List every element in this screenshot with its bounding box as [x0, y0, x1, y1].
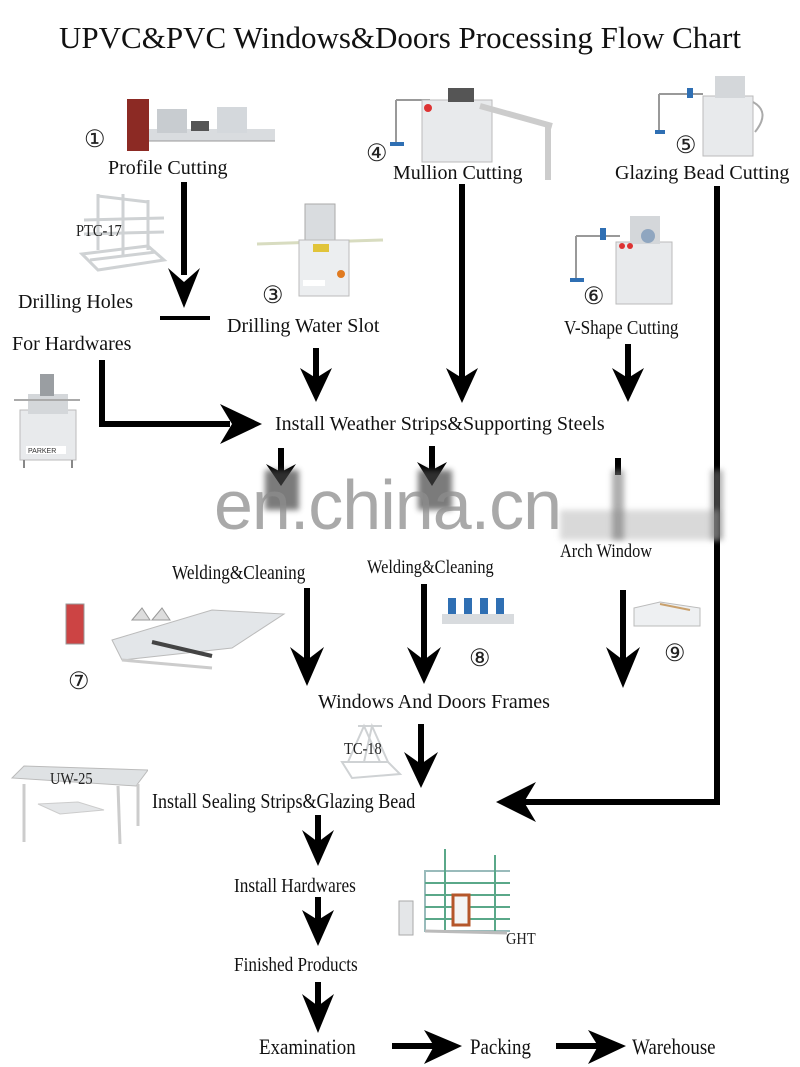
step-label-install-weather-strips: Install Weather Strips&Supporting Steels: [275, 413, 605, 435]
step-label-drilling-holes-line2: For Hardwares: [12, 333, 132, 355]
step-label-frames: Windows And Doors Frames: [318, 691, 550, 713]
ptc-rack-image: [78, 194, 168, 272]
arrowhead-water-slot: [300, 368, 332, 402]
step-label-profile-cutting: Profile Cutting: [108, 157, 228, 179]
arrowhead-finished: [302, 994, 334, 1033]
brand-label: PARKER: [28, 448, 56, 455]
model-label-uw: UW-25: [50, 769, 93, 788]
step-number-8: ⑧: [469, 646, 491, 672]
step-label-v-shape-cutting: V-Shape Cutting: [564, 317, 679, 339]
mullion-cutting-machine-image: [390, 88, 553, 180]
blurred-region: [711, 470, 723, 540]
blurred-region: [612, 470, 624, 540]
step-label-finished-products: Finished Products: [234, 954, 358, 976]
v-shape-machine-image: [570, 216, 673, 305]
step-label-glazing-bead-cutting: Glazing Bead Cutting: [615, 162, 790, 184]
step-number-4: ④: [366, 141, 388, 167]
step-label-packing: Packing: [470, 1034, 531, 1059]
step-label-welding-cleaning-2: Welding&Cleaning: [367, 557, 494, 578]
watermark: en.china.cn: [214, 466, 562, 544]
arrowhead-hardwares: [302, 910, 334, 946]
arrowhead-welding1: [290, 647, 324, 686]
arrowhead-to-sealing: [496, 782, 536, 822]
arrowhead-mullion: [446, 368, 478, 403]
step-number-3: ③: [262, 283, 284, 309]
step-number-1: ①: [84, 127, 106, 153]
model-label-ptc: PTC-17: [76, 221, 122, 240]
step-label-mullion-cutting: Mullion Cutting: [393, 162, 523, 184]
model-label-ght: GHT: [506, 929, 536, 948]
ght-glazing-rack-image: [398, 849, 510, 936]
blurred-region: [265, 470, 299, 510]
step-label-install-hardwares: Install Hardwares: [234, 875, 356, 897]
arch-machine-image: [633, 601, 701, 627]
arrowhead-sealing: [302, 830, 334, 866]
step-label-examination: Examination: [259, 1034, 356, 1059]
arrowhead-profile: [168, 268, 200, 308]
glazing-bead-machine-image: [655, 76, 764, 157]
blurred-region: [560, 510, 720, 540]
arrowhead-frames: [404, 752, 438, 788]
arrowhead-exam-to-packing: [424, 1030, 462, 1064]
step-label-arch-window: Arch Window: [560, 541, 653, 562]
arrowhead-packing-to-warehouse: [588, 1030, 626, 1064]
step-label-warehouse: Warehouse: [632, 1034, 716, 1059]
blurred-region: [418, 470, 452, 510]
step-label-welding-cleaning-1: Welding&Cleaning: [172, 562, 306, 584]
step-number-7: ⑦: [68, 669, 90, 695]
step-label-install-sealing: Install Sealing Strips&Glazing Bead: [152, 789, 416, 813]
arrowhead-to-weather-left: [220, 404, 262, 444]
profile-cutting-machine-image: [127, 99, 275, 151]
step-label-drilling-water-slot: Drilling Water Slot: [227, 315, 380, 337]
arrowhead-vshape: [612, 368, 644, 402]
cleaning-machine-image: [442, 598, 514, 624]
arrowhead-arch: [606, 647, 640, 688]
water-slot-machine-image: [256, 203, 384, 297]
welding-line-machine-image: [65, 603, 286, 670]
arrowhead-welding2: [407, 647, 441, 684]
tc-rack-image: [340, 722, 403, 780]
step-label-drilling-holes-line1: Drilling Holes: [18, 291, 133, 313]
chart-title: UPVC&PVC Windows&Doors Processing Flow C…: [59, 20, 741, 55]
step-number-5: ⑤: [675, 133, 697, 159]
step-number-6: ⑥: [583, 284, 605, 310]
model-label-tc: TC-18: [344, 739, 382, 758]
uw-table-image: [10, 765, 148, 844]
step-number-9: ⑨: [664, 641, 686, 667]
copy-router-machine-image: PARKER: [14, 374, 80, 468]
